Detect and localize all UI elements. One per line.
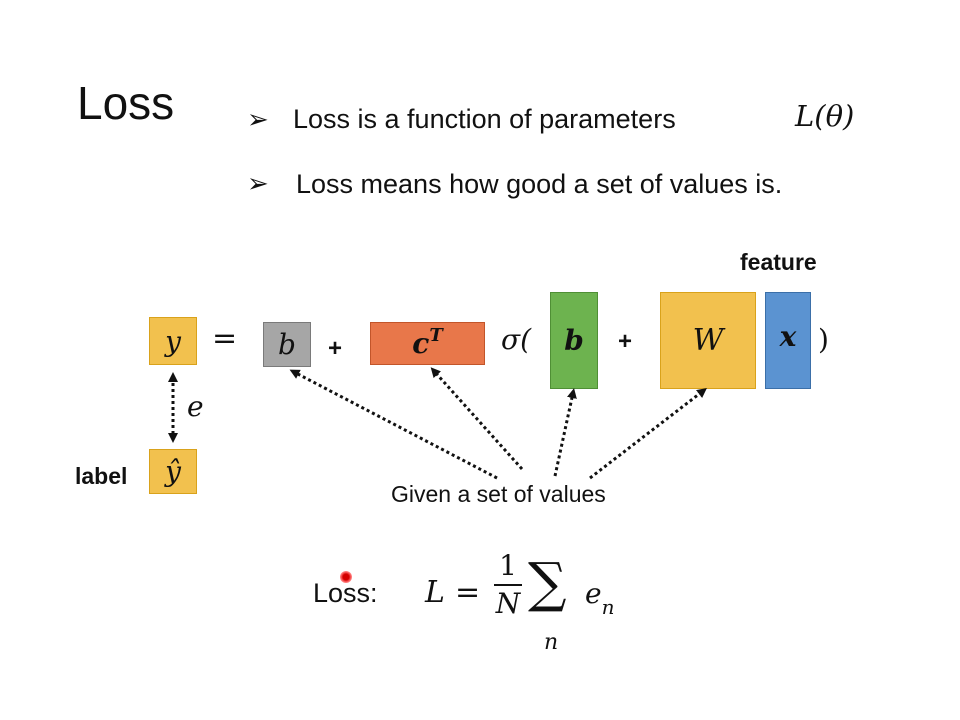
bullet-arrow-icon: ➢: [247, 168, 269, 198]
arrow-to-w: [589, 387, 707, 480]
b-symbol: b: [278, 328, 296, 361]
arrow-to-b-vector: [553, 388, 577, 477]
bias-b-vector-box: b: [550, 292, 598, 389]
slide-title: Loss: [77, 77, 175, 129]
output-y-box: y: [149, 317, 197, 365]
summation-symbol: ∑: [528, 551, 567, 614]
b-vector-symbol: b: [564, 324, 584, 357]
y-hat-symbol: ŷ: [165, 455, 181, 488]
w-symbol: W: [692, 323, 724, 358]
close-paren: ): [818, 323, 829, 356]
bullet-arrow-icon: ➢: [247, 104, 269, 134]
error-e-symbol: e: [187, 390, 204, 423]
sigma-open: σ(: [501, 323, 532, 356]
x-symbol: x: [779, 320, 797, 353]
arrow-to-c: [430, 367, 524, 471]
loss-L-symbol: L: [425, 575, 445, 610]
label-y-hat-box: ŷ: [149, 449, 197, 494]
equals-sign: =: [212, 321, 238, 356]
bias-b-box: b: [263, 322, 311, 367]
label-text: label: [75, 463, 128, 489]
c-symbol: c: [412, 327, 430, 360]
feature-x-box: x: [765, 292, 811, 389]
transpose-superscript: T: [429, 325, 443, 346]
bullet-2-text: Loss means how good a set of values is.: [296, 169, 783, 199]
y-symbol: y: [165, 324, 181, 358]
bullet-1-math: L(θ): [795, 99, 855, 133]
fraction: 1 N: [494, 550, 522, 620]
plus-sign: +: [328, 335, 343, 362]
fraction-denominator: N: [495, 587, 521, 620]
error-term: en: [585, 577, 614, 617]
summation-index: n: [544, 630, 559, 655]
feature-label: feature: [740, 249, 817, 275]
bullet-1-text: Loss is a function of parameters: [293, 104, 676, 134]
fraction-numerator: 1: [499, 549, 517, 582]
plus-sign: +: [618, 328, 633, 355]
laser-pointer-icon: [340, 571, 352, 583]
error-term-base: e: [585, 577, 602, 610]
loss-label: Loss:: [313, 578, 378, 608]
weight-matrix-w-box: W: [660, 292, 756, 389]
arrow-to-b: [289, 369, 498, 480]
given-values-caption: Given a set of values: [391, 481, 606, 507]
error-term-subscript: n: [601, 594, 615, 619]
loss-equals: =: [455, 575, 481, 610]
fraction-bar: [494, 584, 522, 586]
